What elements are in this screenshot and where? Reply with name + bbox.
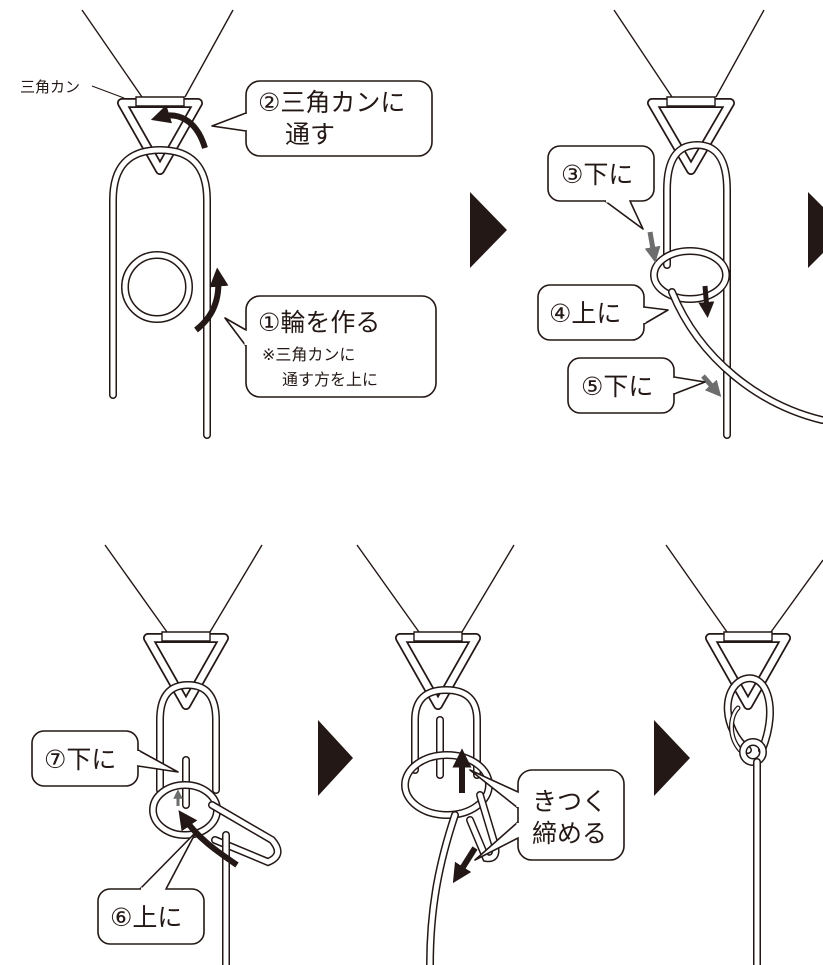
curved-arrow-icon: [150, 104, 208, 149]
svg-text:⑤下に: ⑤下に: [581, 372, 653, 401]
panel-5: [665, 544, 823, 965]
right-triangle-arrow-icon: [654, 720, 690, 796]
right-triangle-arrow-icon: [808, 192, 823, 268]
strap-lines: [613, 9, 765, 98]
callout-up-4: ④上に: [537, 284, 669, 341]
callout-tighten: きつく 締める: [469, 769, 625, 861]
strap-lines: [81, 9, 234, 98]
rope: [723, 674, 774, 965]
rope: [650, 140, 823, 439]
callout-down-5: ⑤下に: [567, 357, 706, 414]
label-leader-line: [91, 85, 125, 99]
right-triangle-arrow-icon: [470, 192, 507, 268]
svg-text:①輪を作る: ①輪を作る: [258, 308, 380, 337]
panel-2: ③下に ④上に ⑤下に: [537, 9, 823, 439]
svg-text:②三角カンに: ②三角カンに: [258, 88, 405, 117]
down-arrow-icon: [452, 846, 478, 884]
svg-text:締める: 締める: [532, 819, 607, 848]
triangle-ring-label: 三角カン: [20, 78, 80, 96]
svg-text:⑦下に: ⑦下に: [44, 745, 116, 774]
panel-3: ⑦下に ⑥上に: [31, 544, 282, 965]
callout-up-6: ⑥上に: [97, 831, 205, 945]
triangle-ring-icon: [647, 96, 735, 175]
svg-text:⑥上に: ⑥上に: [110, 903, 182, 932]
rope: [401, 685, 500, 965]
svg-text:④上に: ④上に: [549, 299, 621, 328]
triangle-ring-icon: [143, 631, 229, 710]
callout-make-loop: ①輪を作る ※三角カンに 通す方を上に: [224, 295, 437, 398]
triangle-ring-icon: [395, 631, 481, 710]
panel-1: 三角カン ②三角カンに 通す ①輪を作る ※三角カンに 通す方を上に: [20, 9, 437, 439]
right-triangle-arrow-icon: [318, 720, 353, 796]
down-arrow-icon: [701, 374, 722, 398]
rope: [149, 680, 282, 965]
callout-down-7: ⑦下に: [31, 730, 179, 787]
strap-lines: [665, 544, 823, 633]
triangle-ring-icon: [705, 631, 791, 710]
svg-text:きつく: きつく: [532, 787, 607, 816]
svg-text:※三角カンに: ※三角カンに: [262, 345, 355, 364]
strap-lines: [104, 544, 263, 633]
panel-4: きつく 締める: [356, 544, 625, 965]
down-arrow-icon: [698, 285, 715, 318]
svg-text:通す: 通す: [285, 120, 335, 149]
strap-lines: [356, 544, 515, 633]
curved-arrow-icon: [194, 267, 229, 333]
callout-down-3: ③下に: [547, 145, 655, 230]
svg-text:通す方を上に: 通す方を上に: [282, 370, 378, 389]
down-arrow-icon: [644, 231, 661, 263]
rope: [109, 145, 211, 439]
diagonal-arrow-icon: [178, 810, 239, 868]
svg-text:③下に: ③下に: [561, 160, 633, 189]
callout-pass-through-ring: ②三角カンに 通す: [211, 80, 433, 157]
